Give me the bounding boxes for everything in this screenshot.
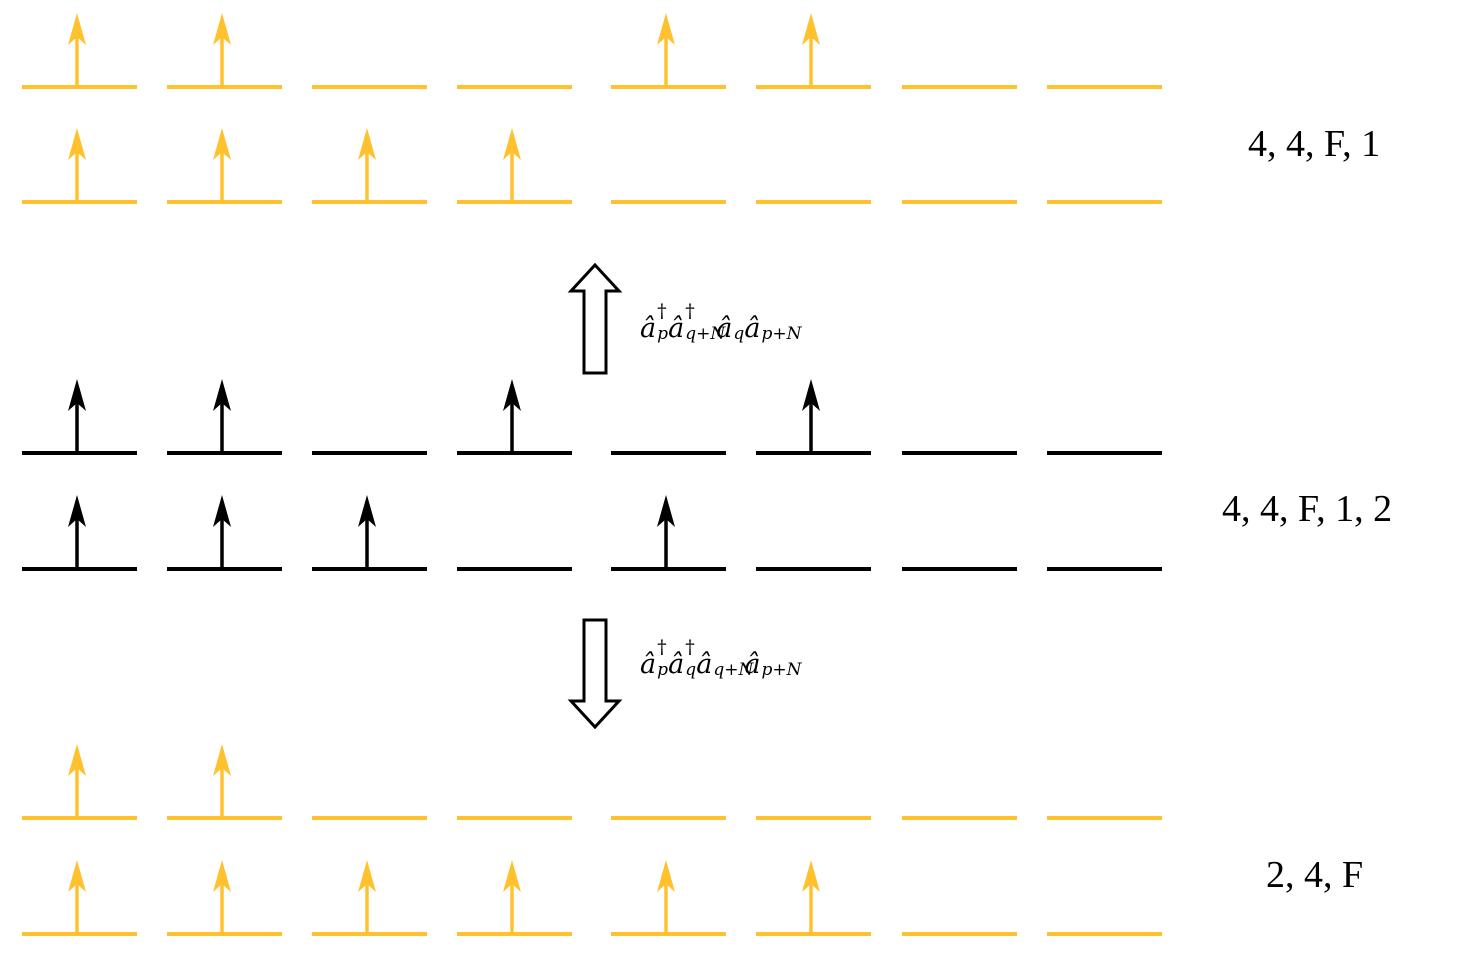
spin-up-arrow: [358, 860, 376, 934]
spin-up-arrow: [358, 128, 376, 202]
spin-up-arrow: [802, 13, 820, 87]
spin-up-arrow: [503, 860, 521, 934]
config-label-top: 4, 4, F, 1: [1248, 123, 1381, 165]
spin-up-arrow: [213, 860, 231, 934]
spin-up-arrow: [213, 495, 231, 569]
config-label-bottom: 2, 4, F: [1266, 854, 1364, 896]
spin-up-arrow: [213, 128, 231, 202]
operator-term: â†p: [640, 636, 668, 680]
hollow-down-arrow-icon: [567, 618, 623, 730]
spin-up-arrow: [68, 860, 86, 934]
spin-up-arrow: [657, 13, 675, 87]
spin-up-arrow: [213, 379, 231, 453]
operator-term: â†p: [640, 300, 668, 344]
hollow-up-arrow-icon: [567, 262, 623, 375]
config-label-middle: 4, 4, F, 1, 2: [1222, 488, 1393, 530]
operator-term: â†q+N: [668, 300, 726, 344]
spin-up-arrow: [68, 495, 86, 569]
spin-up-arrow: [358, 495, 376, 569]
spin-up-arrow: [657, 860, 675, 934]
operator-term: â†q: [668, 636, 697, 680]
spin-up-arrow: [503, 128, 521, 202]
spin-up-arrow: [68, 128, 86, 202]
orbital-levels: [22, 13, 1162, 936]
spin-up-arrow: [213, 13, 231, 87]
spin-up-arrow: [213, 744, 231, 818]
operator-arrows: [567, 262, 623, 730]
spin-up-arrow: [657, 495, 675, 569]
spin-up-arrow: [802, 379, 820, 453]
spin-up-arrow: [68, 13, 86, 87]
spin-up-arrow: [68, 744, 86, 818]
spin-up-arrow: [68, 379, 86, 453]
spin-up-arrow: [802, 860, 820, 934]
spin-up-arrow: [503, 379, 521, 453]
